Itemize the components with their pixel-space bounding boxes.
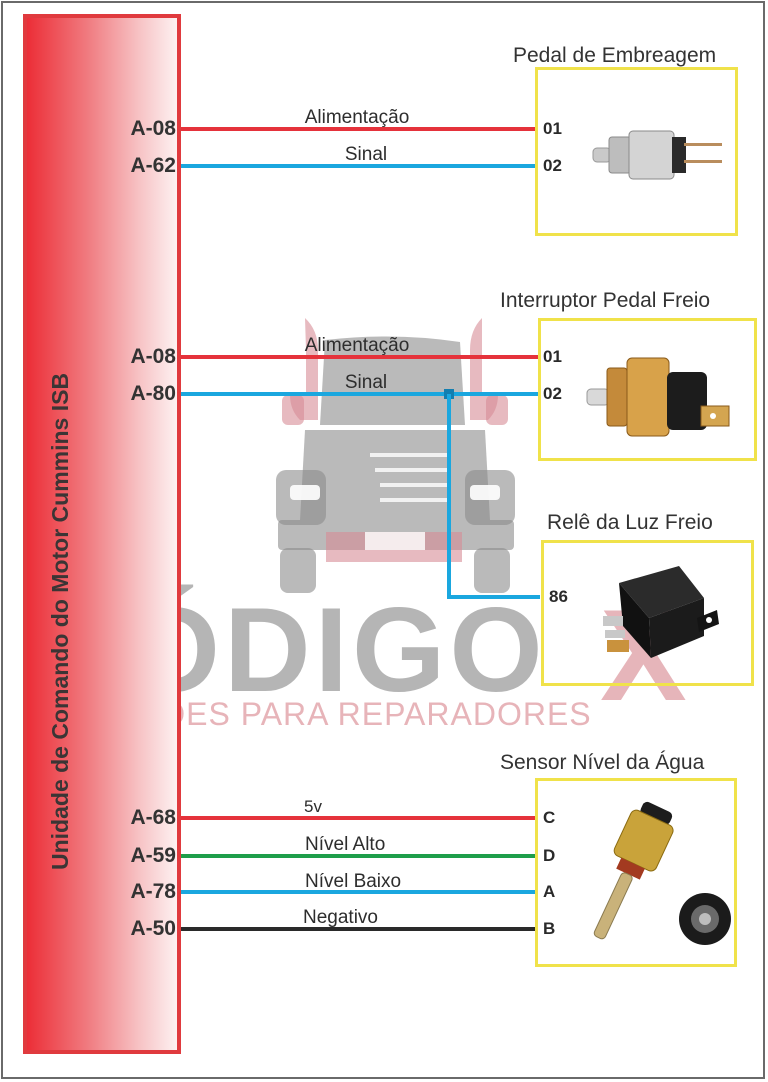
wire-signal-label: Negativo <box>303 907 378 928</box>
terminal-label: 02 <box>543 156 562 175</box>
wire-signal-label: Alimentação <box>304 107 410 128</box>
ecu-pin-label: A-08 <box>130 117 176 140</box>
wire-signal-label: Alimentação <box>304 335 410 356</box>
wire-signal-label: 5v <box>304 797 322 816</box>
terminal-label: 01 <box>543 347 562 366</box>
component-box-brake-relay <box>541 540 754 686</box>
component-box-clutch-pedal <box>535 67 738 236</box>
brake-light-relay-icon <box>603 566 719 658</box>
ecu-block <box>23 14 181 1054</box>
wire-signal-label: Sinal <box>344 372 388 393</box>
component-title-brake-switch: Interruptor Pedal Freio <box>500 289 711 312</box>
wire-blue-relay-86 <box>447 394 540 599</box>
ecu-pin-label: A-08 <box>130 345 176 368</box>
terminal-label: 86 <box>549 587 568 606</box>
wire-signal-label: Sinal <box>344 144 388 165</box>
ecu-pin-label: A-78 <box>130 880 176 903</box>
ecu-pin-label: A-50 <box>130 917 176 940</box>
component-box-water-level-sensor <box>535 778 737 967</box>
component-title-water-level-sensor: Sensor Nível da Água <box>500 751 705 774</box>
water-level-sensor-icon <box>593 801 731 945</box>
terminal-label: 02 <box>543 384 562 403</box>
ecu-pin-label: A-80 <box>130 382 176 405</box>
brake-pedal-switch-icon <box>586 357 730 437</box>
component-title-brake-relay: Relê da Luz Freio <box>547 511 713 534</box>
terminal-label: D <box>543 846 556 865</box>
component-box-brake-switch <box>538 318 757 461</box>
component-title-clutch-pedal: Pedal de Embreagem <box>513 44 717 67</box>
wire-signal-label: Nível Alto <box>305 834 386 855</box>
ecu-pin-label: A-68 <box>130 806 176 829</box>
terminal-label: C <box>543 808 556 827</box>
terminal-label: B <box>543 919 556 938</box>
terminal-label: A <box>543 882 556 901</box>
wire-signal-label: Nível Baixo <box>305 871 402 892</box>
ecu-pin-label: A-59 <box>130 844 176 867</box>
terminal-label: 01 <box>543 119 562 138</box>
ecu-pin-label: A-62 <box>130 154 176 177</box>
clutch-pedal-switch-icon <box>592 130 722 180</box>
